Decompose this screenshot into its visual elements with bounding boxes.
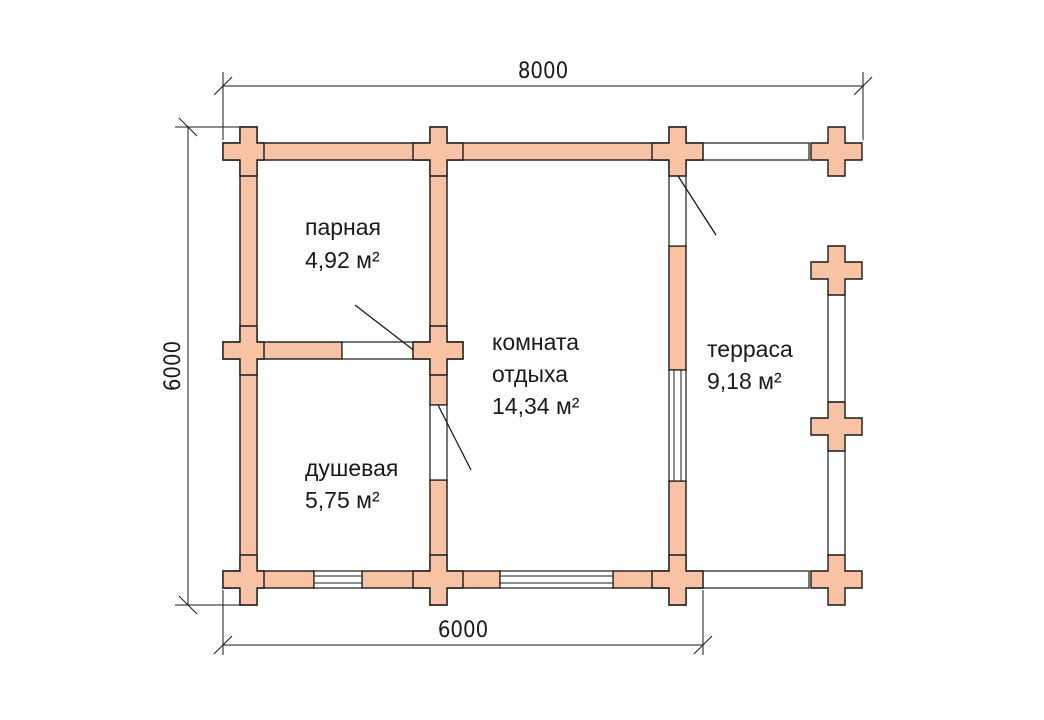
door-opening-terrace: [668, 171, 687, 247]
terrace-rail-bottom: [702, 570, 810, 589]
terrace-post-bottom: [810, 554, 863, 606]
window-middle: [341, 341, 414, 360]
window-right: [668, 369, 687, 482]
door-steam-room: [354, 304, 417, 353]
dimension-bottom-label: 6000: [438, 618, 488, 643]
dimension-bottom: 6000: [213, 590, 713, 655]
room-shower: душевая 5,75 м²: [305, 455, 398, 513]
room-terrace-name: терраса: [707, 336, 793, 362]
dimension-top-label: 8000: [518, 59, 568, 84]
window-bottom-2: [499, 570, 614, 589]
corner-tm: [412, 126, 464, 177]
room-lounge-area: 14,34 м²: [492, 393, 580, 419]
room-terrace: терраса 9,18 м²: [707, 336, 793, 394]
windows: [313, 142, 846, 589]
door-terrace: [677, 175, 717, 236]
room-lounge-name-2: отдыха: [492, 361, 568, 387]
terrace-post-top: [810, 126, 863, 177]
corner-br: [651, 554, 704, 606]
walls: [222, 126, 704, 606]
dimension-left: 6000: [161, 117, 240, 615]
room-lounge: комната отдыха 14,34 м²: [492, 329, 580, 419]
terrace-post-1: [810, 245, 863, 296]
terrace-rail-top: [702, 142, 810, 161]
wall-right-middle: [668, 245, 687, 371]
door-shower: [437, 404, 472, 471]
room-lounge-name-1: комната: [492, 329, 579, 355]
terrace-rail-right-2: [827, 449, 846, 557]
corner-ml: [222, 325, 265, 376]
room-steam-area: 4,92 м²: [305, 247, 380, 273]
corner-mm: [412, 325, 464, 376]
log-corners: [222, 126, 863, 606]
window-bottom-1: [313, 570, 363, 589]
room-steam: парная 4,92 м²: [305, 214, 381, 273]
terrace-rail-right-1: [827, 289, 846, 403]
corner-bl: [222, 554, 265, 606]
corner-tr: [651, 126, 704, 177]
dimension-left-label: 6000: [161, 341, 186, 391]
room-shower-area: 5,75 м²: [305, 487, 380, 513]
room-shower-name: душевая: [305, 455, 398, 481]
door-opening-shower: [429, 404, 448, 481]
corner-bm: [412, 554, 464, 606]
corner-tl: [222, 126, 265, 177]
terrace-post-2: [810, 401, 863, 452]
dimension-top: 8000: [213, 59, 873, 140]
room-steam-name: парная: [305, 214, 381, 240]
room-terrace-area: 9,18 м²: [707, 368, 782, 394]
doors: [354, 175, 717, 471]
